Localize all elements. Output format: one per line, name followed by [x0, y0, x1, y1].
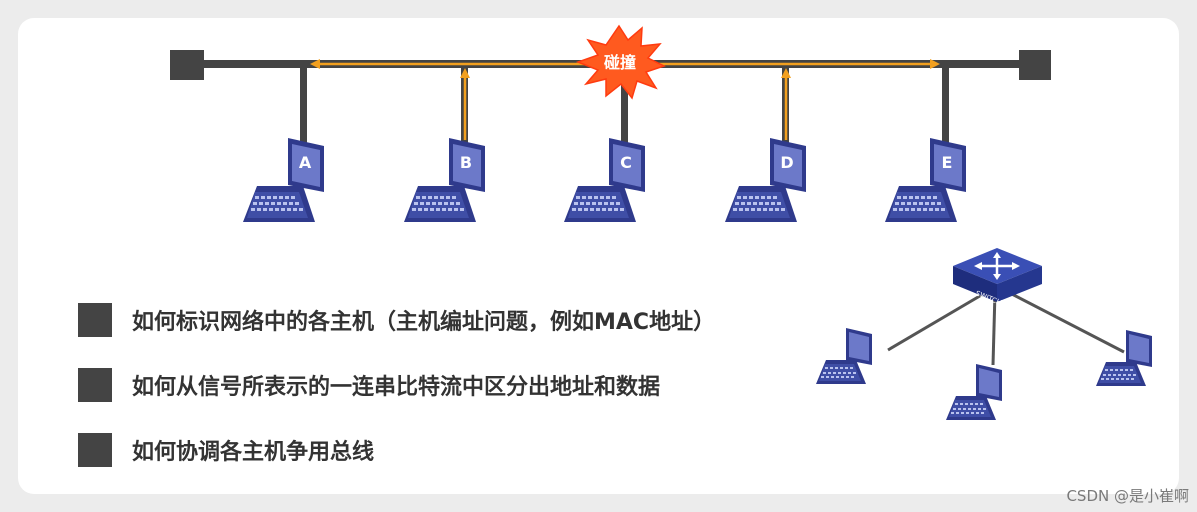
collision-star [575, 24, 666, 100]
host-e: E [885, 138, 966, 222]
switch-host-right [1096, 330, 1152, 386]
drop-line-a [300, 64, 307, 154]
laptop-icon [404, 138, 485, 222]
bus-terminator-left [170, 50, 204, 80]
bullet-square-icon [78, 433, 112, 467]
laptop-icon [885, 138, 966, 222]
bullet-list: 如何标识网络中的各主机（主机编址问题，例如MAC地址） 如何从信号所表示的一连串… [78, 302, 715, 497]
bullet-text: 如何标识网络中的各主机（主机编址问题，例如MAC地址） [132, 310, 716, 335]
link-left [887, 288, 991, 352]
laptop-icon [243, 138, 324, 222]
bullet-text: 如何协调各主机争用总线 [132, 440, 375, 465]
signal-arrowhead-left [310, 59, 320, 69]
bullet-text: 如何从信号所表示的一连串比特流中区分出地址和数据 [132, 375, 661, 400]
signal-arrowhead-up-b [460, 68, 470, 78]
collision-label: 碰撞 [604, 53, 636, 72]
host-d: D [725, 138, 806, 222]
signal-arrowhead-right [930, 59, 940, 69]
switch-icon: SWITCH [953, 248, 1042, 307]
bullet-item: 如何协调各主机争用总线 [78, 432, 715, 468]
signal-arrows [310, 59, 940, 140]
collision-burst: 碰撞 [575, 24, 666, 100]
host-label-b: B [460, 153, 472, 172]
host-label-c: C [620, 153, 632, 172]
signal-arrowhead-up-d [781, 68, 791, 78]
host-c: C [564, 138, 645, 222]
laptop-icon [564, 138, 645, 222]
bus-terminator-right [1019, 50, 1051, 80]
switch-host-middle [946, 364, 1002, 420]
switch-host-left [816, 328, 872, 384]
laptop-icon [725, 138, 806, 222]
bullet-item: 如何标识网络中的各主机（主机编址问题，例如MAC地址） [78, 302, 715, 338]
drop-line-c [621, 64, 628, 154]
bullet-item: 如何从信号所表示的一连串比特流中区分出地址和数据 [78, 367, 715, 403]
laptop-icon [816, 328, 872, 384]
link-middle [991, 291, 997, 366]
switch-topology: SWITCH [816, 248, 1152, 420]
host-label-a: A [299, 153, 312, 172]
bullet-square-icon [78, 303, 112, 337]
bullet-square-icon [78, 368, 112, 402]
link-right [1003, 288, 1125, 354]
drop-line-e [942, 64, 949, 154]
host-b: B [404, 138, 485, 222]
laptop-icon [946, 364, 1002, 420]
host-label-e: E [942, 153, 953, 172]
watermark: CSDN @是小崔啊 [1066, 487, 1189, 505]
laptop-icon [1096, 330, 1152, 386]
host-a: A [243, 138, 324, 222]
host-label-d: D [780, 153, 793, 172]
